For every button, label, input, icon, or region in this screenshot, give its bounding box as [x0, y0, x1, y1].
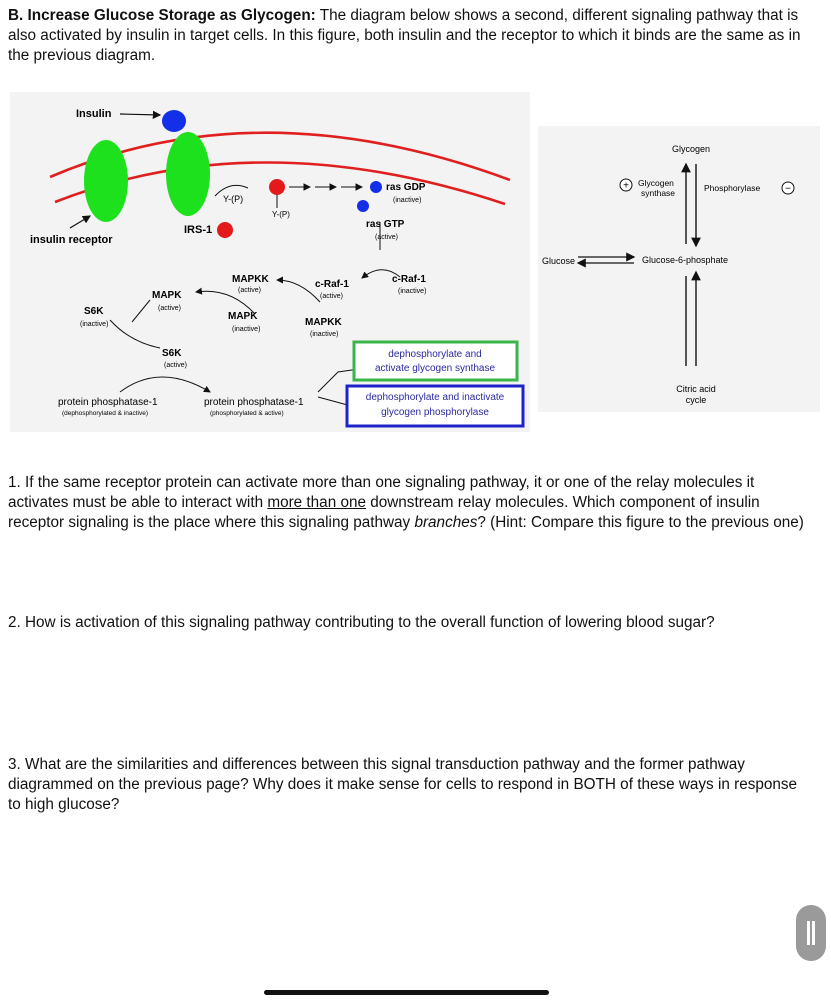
insulin-receptor-label: insulin receptor — [30, 234, 113, 246]
s6k-active-label: S6K — [162, 348, 182, 359]
insulin-label: Insulin — [76, 108, 112, 120]
mapkk-active-state: (active) — [238, 287, 261, 294]
question-1: 1. If the same receptor protein can acti… — [8, 473, 808, 533]
s6k-inactive-label: S6K — [84, 306, 104, 317]
insulin-signaling-diagram: Insulin insulin receptor IRS-1 Y-(P) Y-(… — [10, 92, 530, 432]
green-box — [354, 342, 517, 380]
craf-inactive-label: c-Raf-1 — [392, 274, 426, 285]
ras-gdp-node — [370, 181, 382, 193]
blue-box-line2: glycogen phosphorylase — [381, 407, 489, 418]
ras-gtp-label: ras GTP — [366, 219, 405, 230]
question-2: 2. How is activation of this signaling p… — [8, 613, 808, 633]
synthase-label-2: synthase — [641, 188, 675, 198]
craf-inactive-state: (inactive) — [398, 288, 426, 295]
q1-underline: more than one — [267, 494, 366, 511]
citric-label-1: Citric acid — [676, 384, 716, 394]
ras-gdp-state: (inactive) — [393, 197, 421, 204]
pause-icon-bar-left — [807, 921, 810, 945]
irs1-phospho — [217, 222, 233, 238]
mapk-inactive-state: (inactive) — [232, 326, 260, 333]
ras-gtp-node — [357, 200, 369, 212]
green-box-line1: dephosphorylate and — [388, 349, 481, 360]
ras-gdp-label: ras GDP — [386, 182, 426, 193]
home-indicator[interactable] — [264, 990, 549, 995]
q1-italic: branches — [414, 514, 477, 531]
mapk-inactive-label: MAPK — [228, 311, 258, 322]
mapkk-active-label: MAPKK — [232, 274, 269, 285]
synthase-label-1: Glycogen — [638, 178, 674, 188]
mapkk-inactive-state: (inactive) — [310, 331, 338, 338]
glucose-label: Glucose — [542, 256, 575, 266]
yp1-label: Y-(P) — [223, 194, 243, 204]
citric-label-2: cycle — [686, 395, 707, 405]
pp1-active-state: (phosphorylated & active) — [210, 410, 284, 417]
phosphorylase-label: Phosphorylase — [704, 183, 761, 193]
intro-paragraph: B. Increase Glucose Storage as Glycogen:… — [8, 6, 808, 66]
irs1-label: IRS-1 — [184, 224, 212, 236]
insulin-molecule — [162, 110, 186, 132]
s6k-active-state: (active) — [164, 362, 187, 369]
g6p-label: Glucose-6-phosphate — [642, 255, 728, 265]
mapk-active-state: (active) — [158, 305, 181, 312]
phospho-node — [269, 179, 285, 195]
pause-icon-bar-right — [812, 921, 815, 945]
receptor-left — [84, 140, 128, 222]
mapkk-inactive-label: MAPKK — [305, 317, 342, 328]
green-box-line2: activate glycogen synthase — [375, 363, 496, 374]
pp1-active-label: protein phosphatase-1 — [204, 397, 304, 408]
s6k-inactive-state: (inactive) — [80, 321, 108, 328]
ras-gtp-state: (active) — [375, 234, 398, 241]
minus-label: − — [785, 184, 791, 195]
craf-active-label: c-Raf-1 — [315, 279, 349, 290]
receptor-right — [166, 132, 210, 216]
pause-button[interactable] — [796, 905, 826, 961]
mapk-active-label: MAPK — [152, 290, 182, 301]
glycogen-label: Glycogen — [672, 144, 710, 154]
pp1-inactive-label: protein phosphatase-1 — [58, 397, 158, 408]
glycogen-cycle-diagram: Glycogen + Glycogen synthase Phosphoryla… — [538, 126, 820, 412]
craf-active-state: (active) — [320, 293, 343, 300]
q1-text-c: ? (Hint: Compare this figure to the prev… — [477, 514, 804, 531]
blue-box-line1: dephosphorylate and inactivate — [366, 392, 505, 403]
yp2-label: Y-(P) — [272, 210, 290, 219]
pp1-inactive-state: (dephosphorylated & inactive) — [62, 410, 148, 417]
section-heading: B. Increase Glucose Storage as Glycogen: — [8, 7, 316, 24]
question-3: 3. What are the similarities and differe… — [8, 755, 808, 815]
plus-label: + — [623, 181, 629, 192]
